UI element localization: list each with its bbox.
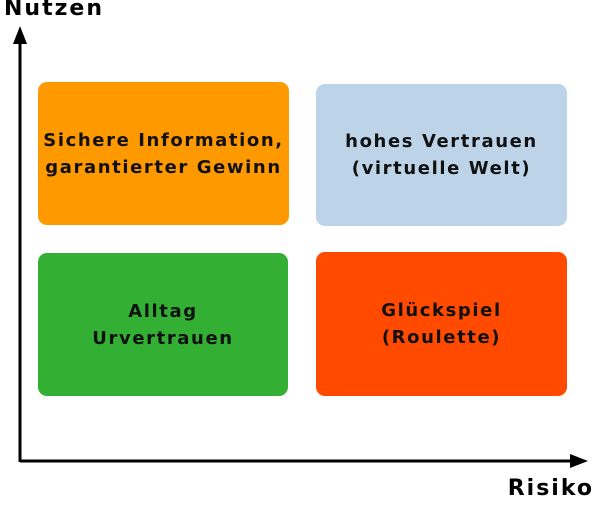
- quadrant-top-left: Sichere Information, garantierter Gewinn: [38, 82, 289, 225]
- x-axis-arrowhead: [570, 454, 588, 468]
- quadrant-bottom-left-text: Alltag Urvertrauen: [92, 300, 234, 349]
- quadrant-top-left-text: Sichere Information, garantierter Gewinn: [43, 129, 284, 178]
- quadrant-top-right-text: hohes Vertrauen (virtuelle Welt): [345, 131, 538, 179]
- quadrant-bottom-right: Glückspiel (Roulette): [316, 252, 567, 396]
- quadrant-bottom-right-text: Glückspiel (Roulette): [381, 300, 502, 348]
- quadrant-top-right: hohes Vertrauen (virtuelle Welt): [316, 84, 567, 226]
- y-axis-arrowhead: [13, 26, 27, 44]
- x-axis-label: Risiko: [507, 476, 594, 501]
- y-axis-label: Nutzen: [4, 0, 104, 21]
- quadrant-bottom-left: Alltag Urvertrauen: [38, 253, 288, 396]
